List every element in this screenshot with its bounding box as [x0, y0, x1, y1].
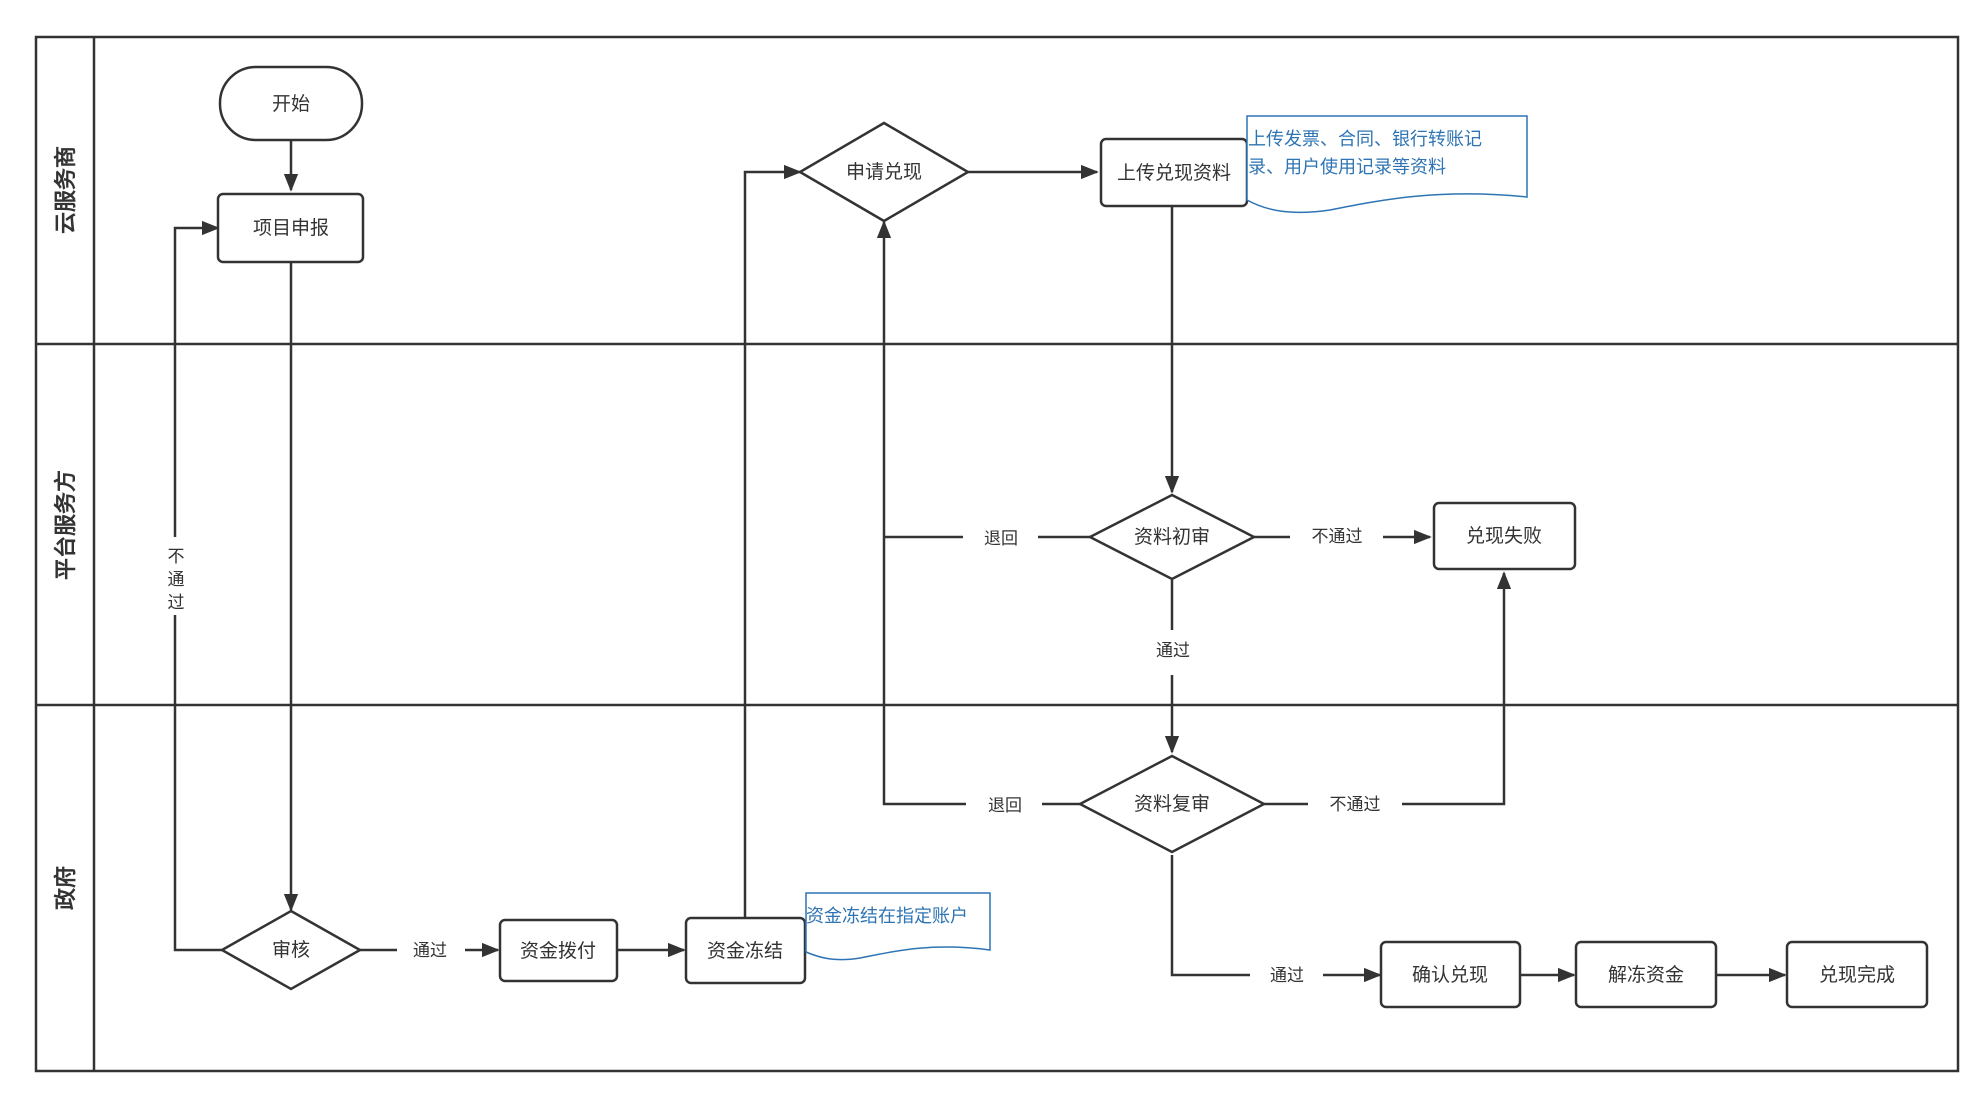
edge-freeze-to-apply: [743, 164, 802, 918]
confirm-cashout-label: 确认兑现: [1412, 964, 1488, 986]
edge-label-re-pass: 通过: [1270, 966, 1304, 986]
edge-label-not-pass-1: 不: [168, 547, 185, 567]
edge-label-not-pass-2: 通: [168, 570, 185, 590]
lane-label-cloud: 云服务商: [53, 146, 79, 234]
edge-label-initial-pass: 通过: [1156, 641, 1190, 661]
cashout-done-label: 兑现完成: [1819, 964, 1895, 986]
unfreeze-funds-label: 解冻资金: [1608, 964, 1684, 986]
freeze-note-text: 资金冻结在指定账户: [806, 906, 968, 927]
edge-audit-notpass-lower: [173, 615, 222, 952]
cashout-failed-label: 兑现失败: [1466, 525, 1542, 547]
fund-allocate-box: [498, 918, 619, 983]
lane-label-platform: 平台服务方: [53, 470, 79, 580]
swimlane-frame: [34, 35, 1960, 1073]
upload-note: 上传发票、合同、银行转账记 录、用户使用记录等资料: [1246, 115, 1528, 214]
initial-review-label: 资料初审: [1134, 526, 1210, 548]
cashout-done-box: [1785, 940, 1929, 1009]
freeze-note: 资金冻结在指定账户: [805, 892, 991, 961]
edge-labels: 不 通 过 通过 退回 不通过 通过 退回 不通过 通过: [168, 527, 1381, 986]
edge-label-re-not-pass: 不通过: [1330, 795, 1381, 815]
fund-freeze-box: [684, 916, 807, 985]
initial-review-diamond: [1087, 493, 1257, 581]
unfreeze-funds-box: [1574, 940, 1718, 1009]
start-label: 开始: [272, 93, 310, 115]
upload-docs-label: 上传兑现资料: [1117, 162, 1231, 184]
edge-re-notpass-right: [1402, 571, 1512, 806]
upload-note-line-1: 上传发票、合同、银行转账记: [1248, 129, 1482, 150]
fund-allocate-label: 资金拨付: [520, 940, 596, 962]
nodes: [216, 65, 1929, 1009]
re-review-diamond: [1077, 754, 1267, 854]
edge-return-to-apply: [876, 220, 966, 806]
edge-label-audit-pass: 通过: [413, 941, 447, 961]
swimlane-border: [34, 35, 1960, 1073]
edge-label-not-pass-3: 过: [168, 593, 185, 613]
audit-diamond: [219, 909, 363, 991]
audit-label: 审核: [272, 939, 310, 961]
cashout-failed-box: [1432, 501, 1577, 571]
apply-cashout-label: 申请兑现: [846, 161, 922, 183]
project-apply-box: [216, 192, 365, 264]
lane-label-gov: 政府: [53, 866, 79, 910]
start-terminator: [218, 65, 364, 142]
re-review-label: 资料复审: [1134, 793, 1210, 815]
upload-note-shape: [1246, 115, 1528, 214]
edge-label-initial-return: 退回: [984, 529, 1018, 549]
edges: [173, 140, 1787, 983]
fund-freeze-label: 资金冻结: [707, 940, 783, 962]
project-apply-label: 项目申报: [253, 217, 329, 239]
freeze-note-shape: [805, 892, 991, 961]
upload-note-line-2: 录、用户使用记录等资料: [1248, 157, 1446, 178]
node-labels: 开始 项目申报 申请兑现 上传兑现资料 资料初审 兑现失败 资料复审 审核 资金…: [253, 93, 1895, 986]
apply-cashout-diamond: [797, 121, 971, 223]
confirm-cashout-box: [1379, 940, 1522, 1009]
edge-label-re-return: 退回: [988, 796, 1022, 816]
edge-audit-notpass-upper: [173, 220, 220, 537]
edge-label-initial-not-pass: 不通过: [1312, 527, 1363, 547]
edge-re-pass-left: [1170, 855, 1250, 977]
